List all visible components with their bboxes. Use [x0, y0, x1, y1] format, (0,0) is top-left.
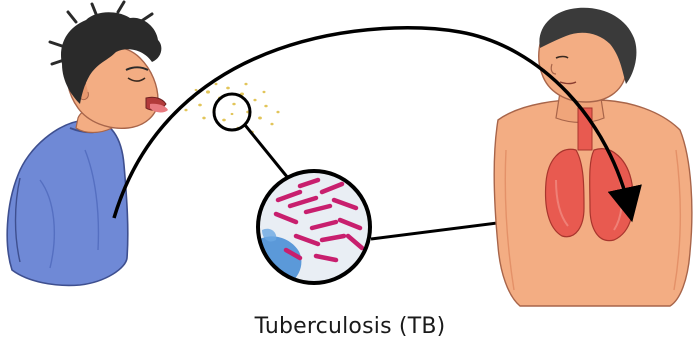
microscope-view [253, 170, 370, 288]
magnify-connector [245, 125, 288, 178]
lung-left [546, 149, 584, 236]
infected-person [494, 8, 692, 306]
magnify-circle [214, 94, 250, 130]
diagram-caption: Tuberculosis (TB) [0, 314, 700, 339]
coughing-person [7, 2, 168, 285]
shirt [7, 120, 128, 286]
